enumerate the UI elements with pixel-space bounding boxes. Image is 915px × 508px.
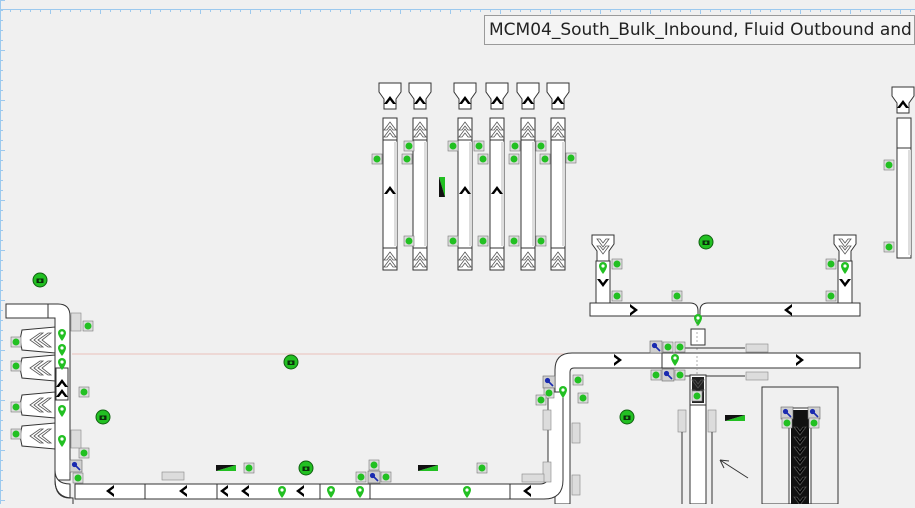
bottom-accumulation-conveyor[interactable] <box>54 391 564 504</box>
inbound-lane[interactable] <box>546 82 570 271</box>
status-light-icon[interactable] <box>825 290 837 302</box>
status-light-icon[interactable] <box>447 140 459 152</box>
photo-eye-icon[interactable] <box>418 465 438 471</box>
status-light-icon[interactable] <box>572 374 584 386</box>
status-light-icon[interactable] <box>473 140 485 152</box>
status-light-icon[interactable] <box>539 153 551 165</box>
status-light-icon[interactable] <box>808 417 820 429</box>
status-light-icon[interactable] <box>508 153 520 165</box>
status-light-icon[interactable] <box>368 459 380 471</box>
status-light-icon[interactable] <box>380 471 392 483</box>
inbound-lane[interactable] <box>516 82 540 271</box>
side-feed[interactable] <box>19 422 56 450</box>
photo-eye-icon[interactable] <box>216 465 236 471</box>
camera-icon[interactable] <box>32 272 48 288</box>
camera-icon[interactable] <box>283 354 299 370</box>
status-light-icon[interactable] <box>355 471 367 483</box>
status-light-icon[interactable] <box>825 258 837 270</box>
left-ruler <box>0 0 6 504</box>
status-light-icon[interactable] <box>403 235 415 247</box>
outbound-spiral-lane[interactable] <box>761 386 839 504</box>
status-light-icon[interactable] <box>535 140 547 152</box>
jam-sensor-icon[interactable] <box>807 406 821 420</box>
status-light-icon[interactable] <box>662 341 674 353</box>
status-light-icon[interactable] <box>883 241 895 253</box>
status-light-icon[interactable] <box>477 235 489 247</box>
camera-icon[interactable] <box>698 234 714 250</box>
status-light-icon[interactable] <box>691 390 703 402</box>
status-light-icon[interactable] <box>883 159 895 171</box>
arrow-annotation <box>719 459 749 479</box>
status-light-icon[interactable] <box>781 417 793 429</box>
side-feed[interactable] <box>19 391 56 419</box>
status-light-icon[interactable] <box>674 341 686 353</box>
camera-icon[interactable] <box>298 460 314 476</box>
status-light-icon[interactable] <box>671 290 683 302</box>
status-light-icon[interactable] <box>611 290 623 302</box>
status-light-icon[interactable] <box>674 369 686 381</box>
status-light-icon[interactable] <box>535 235 547 247</box>
top-ruler-ticks <box>0 9 915 14</box>
status-light-icon[interactable] <box>476 462 488 474</box>
status-light-icon[interactable] <box>508 235 520 247</box>
status-light-icon[interactable] <box>403 140 415 152</box>
side-feed[interactable] <box>19 354 56 382</box>
status-light-icon[interactable] <box>611 258 623 270</box>
camera-icon[interactable] <box>619 409 635 425</box>
page-title: MCM04_South_Bulk_Inbound, Fluid Outbound… <box>484 15 915 45</box>
jam-sensor-icon[interactable] <box>780 406 794 420</box>
merge-conveyor[interactable] <box>589 234 861 346</box>
jam-sensor-icon[interactable] <box>69 459 83 473</box>
status-light-icon[interactable] <box>565 152 577 164</box>
jam-sensor-icon[interactable] <box>649 340 663 354</box>
jam-sensor-icon[interactable] <box>542 375 556 389</box>
status-light-icon[interactable] <box>447 235 459 247</box>
jam-sensor-icon[interactable] <box>367 470 381 484</box>
status-light-icon[interactable] <box>82 320 94 332</box>
status-light-icon[interactable] <box>401 153 413 165</box>
inbound-lane-group <box>371 82 577 271</box>
status-light-icon[interactable] <box>10 401 22 413</box>
status-light-icon[interactable] <box>78 447 90 459</box>
left-ruler-ticks <box>0 0 5 504</box>
inbound-lane[interactable] <box>378 82 402 271</box>
status-light-icon[interactable] <box>78 386 90 398</box>
camera-icon[interactable] <box>95 409 111 425</box>
photo-eye-icon[interactable] <box>725 415 745 421</box>
status-light-icon[interactable] <box>535 394 547 406</box>
photo-eye-icon[interactable] <box>439 177 445 197</box>
inbound-lane-right[interactable] <box>891 86 915 259</box>
status-light-icon[interactable] <box>650 369 662 381</box>
side-feed[interactable] <box>19 326 56 354</box>
status-light-icon[interactable] <box>72 472 84 484</box>
status-light-icon[interactable] <box>10 360 22 372</box>
top-ruler <box>0 0 915 14</box>
status-light-icon[interactable] <box>577 392 589 404</box>
status-light-icon[interactable] <box>10 428 22 440</box>
inbound-lane[interactable] <box>453 82 477 271</box>
status-light-icon[interactable] <box>477 153 489 165</box>
inbound-lane[interactable] <box>408 82 432 271</box>
status-light-icon[interactable] <box>371 153 383 165</box>
inbound-lane[interactable] <box>485 82 509 271</box>
status-light-icon[interactable] <box>10 336 22 348</box>
jam-sensor-icon[interactable] <box>661 368 675 382</box>
status-light-icon[interactable] <box>243 462 255 474</box>
status-light-icon[interactable] <box>509 140 521 152</box>
